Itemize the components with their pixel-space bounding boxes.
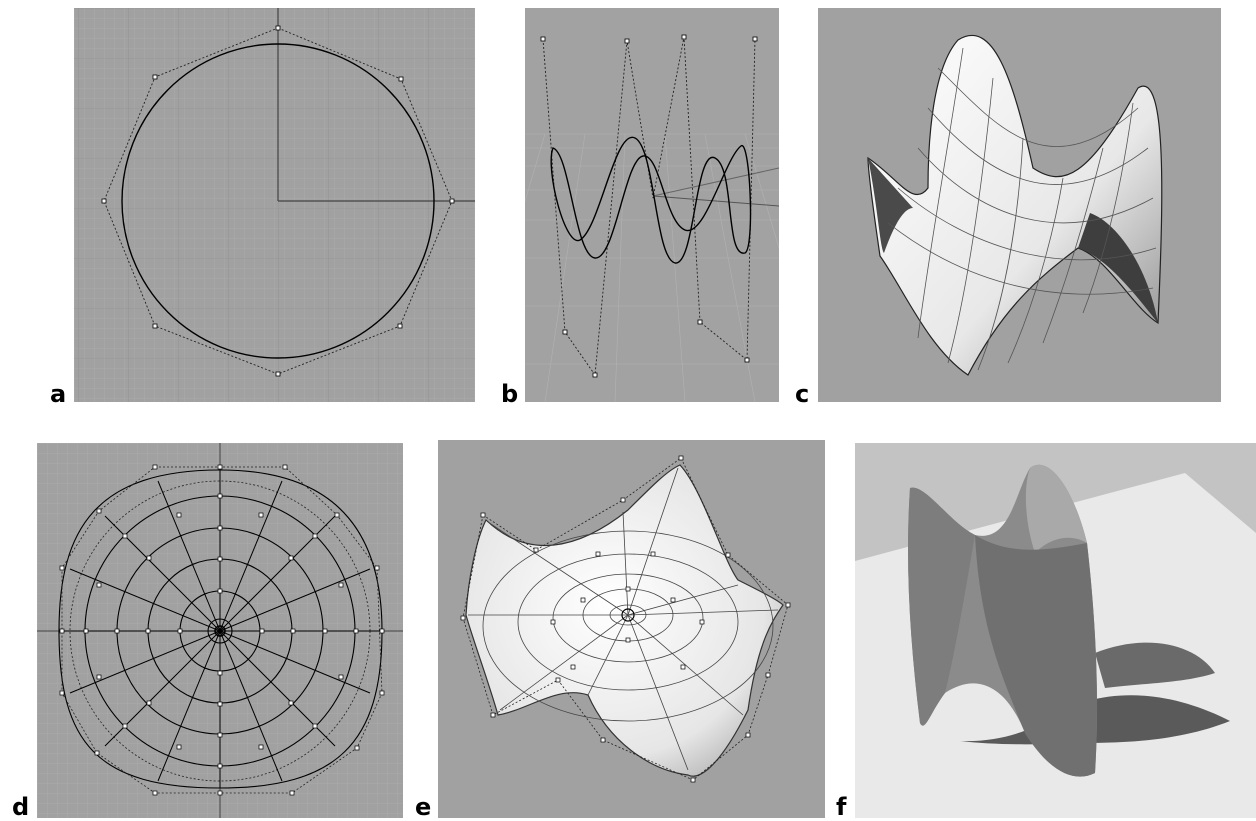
cast-shadow-far bbox=[1095, 642, 1215, 688]
pole-point bbox=[621, 608, 635, 622]
control-points bbox=[101, 25, 455, 377]
panel-c-shaded-surface bbox=[818, 8, 1221, 402]
nurbs-circle-curve bbox=[121, 43, 435, 359]
surface-highlight bbox=[1025, 464, 1087, 553]
surface-body bbox=[867, 34, 1163, 376]
control-polygon bbox=[462, 457, 789, 781]
surface-left-face bbox=[908, 487, 975, 726]
perspective-grid bbox=[525, 133, 779, 402]
circle-viewport bbox=[74, 8, 475, 402]
control-polygon bbox=[103, 27, 453, 375]
panel-label-b: b bbox=[501, 380, 519, 408]
panel-d-radial-net-top bbox=[37, 443, 403, 818]
isoparm-spokes bbox=[468, 467, 779, 771]
panel-label-d: d bbox=[12, 793, 30, 821]
panel-label-f: f bbox=[836, 793, 847, 821]
surface-viewport bbox=[818, 8, 1221, 402]
panel-f-rendered-surface bbox=[855, 443, 1256, 818]
pole-point bbox=[214, 625, 226, 637]
panel-a-nurbs-circle bbox=[74, 8, 475, 402]
render-viewport bbox=[855, 443, 1256, 818]
control-polygon bbox=[542, 36, 756, 377]
viewport-background bbox=[525, 8, 779, 402]
panel-label-c: c bbox=[795, 380, 810, 408]
surface-shadowed-face bbox=[975, 535, 1098, 777]
isoparm-lines bbox=[887, 47, 1157, 371]
periodic-curve bbox=[550, 136, 752, 264]
axis-y bbox=[652, 167, 779, 197]
panel-e-radial-surface-shaded bbox=[438, 440, 825, 818]
control-points bbox=[59, 464, 385, 796]
panel-label-e: e bbox=[415, 793, 432, 821]
radial-surface-viewport bbox=[438, 440, 825, 818]
panel-label-a: a bbox=[50, 380, 67, 408]
surface-underside-left bbox=[868, 158, 913, 253]
surface-underside-right bbox=[1078, 213, 1158, 323]
axis-x bbox=[652, 195, 779, 207]
panel-b-periodic-curve bbox=[525, 8, 779, 402]
control-points bbox=[460, 455, 791, 783]
curve-viewport bbox=[525, 8, 779, 402]
radial-net-viewport bbox=[37, 443, 403, 818]
control-points bbox=[540, 34, 758, 378]
